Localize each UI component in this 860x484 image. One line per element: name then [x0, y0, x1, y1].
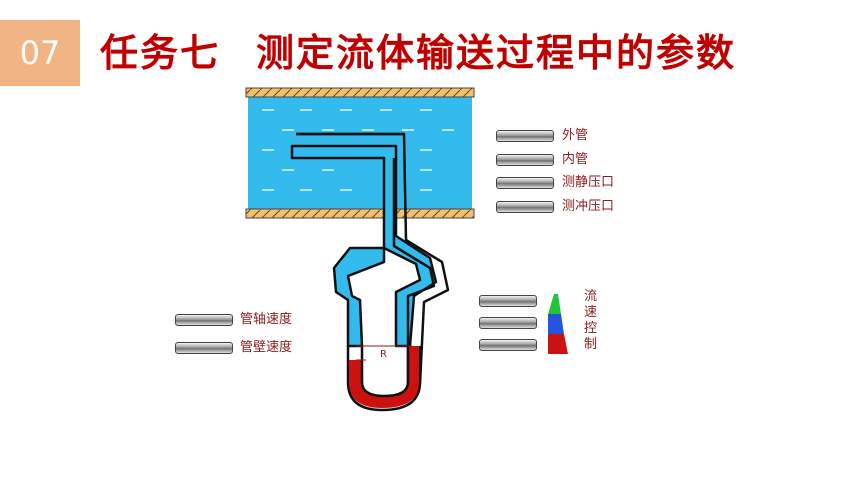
impact-pressure-port-button[interactable] — [496, 201, 554, 213]
axis-velocity-label: 管轴速度 — [240, 312, 293, 327]
inner-pipe-label: 内管 — [562, 152, 589, 167]
flow-control-label: 流 速 控 制 — [584, 289, 598, 353]
flow-high-button[interactable] — [479, 295, 537, 307]
flow-level-blue — [548, 314, 564, 334]
impact-pressure-port-label: 测冲压口 — [562, 199, 615, 214]
mercury-column — [349, 346, 419, 408]
flow-medium-button[interactable] — [479, 317, 537, 329]
flow-control-char: 控 — [584, 321, 598, 336]
pipe-wall-bottom — [245, 208, 475, 219]
flow-control-char: 流 — [584, 289, 598, 304]
axis-velocity-button[interactable] — [175, 314, 233, 326]
task-label: 任务七 — [100, 31, 221, 75]
page-title: 任务七测定流体输送过程中的参数 — [100, 22, 736, 77]
static-pressure-port-label: 测静压口 — [562, 175, 615, 190]
manometer-R-label: R — [380, 349, 387, 360]
outer-pipe-button[interactable] — [496, 130, 554, 142]
wall-velocity-button[interactable] — [175, 342, 233, 354]
inner-pipe-button[interactable] — [496, 154, 554, 166]
manometer-u-tube-outer — [346, 346, 422, 412]
wall-velocity-label: 管壁速度 — [240, 340, 293, 355]
flow-level-red — [548, 334, 568, 354]
pipe-wall-top — [245, 87, 475, 98]
flow-control-char: 速 — [584, 305, 598, 320]
outer-pipe-label: 外管 — [562, 128, 589, 143]
task-title: 测定流体输送过程中的参数 — [256, 31, 737, 75]
manometer-left-leg — [332, 246, 386, 348]
section-number-badge: 07 — [0, 20, 80, 86]
flow-control-char: 制 — [584, 337, 598, 352]
flow-low-button[interactable] — [479, 339, 537, 351]
flow-level-green — [548, 294, 561, 314]
water-ripples — [262, 109, 454, 191]
manometer-u-tube-inner — [360, 346, 410, 398]
static-pressure-port-button[interactable] — [496, 177, 554, 189]
section-number: 07 — [19, 34, 61, 72]
